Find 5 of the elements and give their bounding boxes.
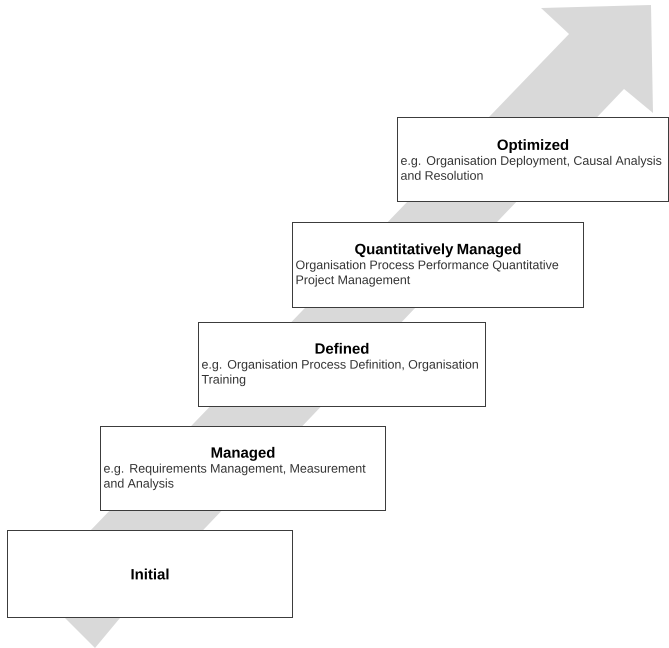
stage-box: Defined e.g. Organisation Process Definition, Organisation Training: [198, 322, 486, 407]
stage-box: Quantitatively Managed Organisation Process Performance Quantitative Project Management: [292, 222, 584, 308]
stage-box: Managed e.g. Requirements Management, Measurement and Analysis: [100, 426, 386, 511]
stage-box: Initial: [7, 530, 293, 618]
stage-box: Optimized e.g. Organisation Deployment, Causal Analysis and Resolution: [397, 117, 669, 202]
